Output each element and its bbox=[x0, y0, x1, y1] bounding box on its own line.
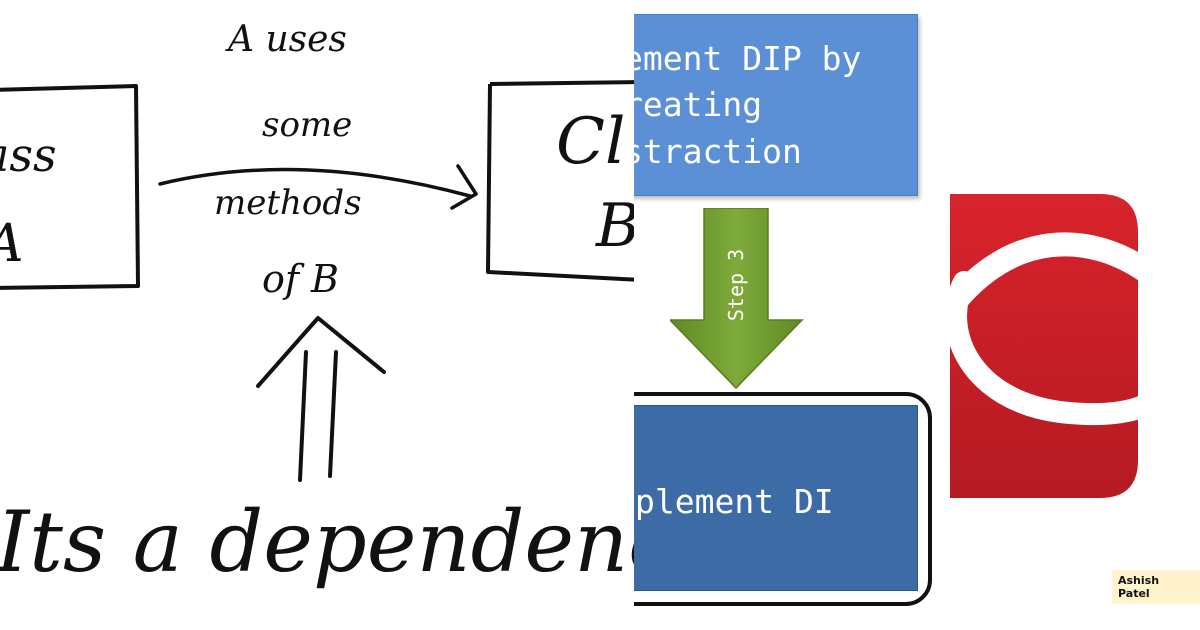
dip-abstraction-box: ement DIP by reating straction bbox=[634, 14, 918, 196]
class-a-box bbox=[0, 84, 140, 290]
red-logo-icon bbox=[950, 194, 1150, 498]
uses-text-line: methods bbox=[214, 183, 362, 223]
logo-panel: Ashish Patel bbox=[950, 0, 1200, 630]
pointer-arrow-shaft-right bbox=[328, 350, 338, 478]
pointer-arrow-head bbox=[256, 316, 386, 388]
flow-panel: ement DIP by reating straction Step 3 pl… bbox=[634, 0, 950, 630]
class-a-letter: A bbox=[0, 218, 24, 270]
pointer-arrow-shaft-left bbox=[298, 350, 308, 482]
uses-text-line: A uses bbox=[228, 19, 347, 60]
uses-text-line: some bbox=[262, 105, 353, 145]
implement-di-box: plement DI bbox=[634, 405, 918, 591]
sketch-drawing bbox=[0, 80, 634, 482]
step-label: Step 3 bbox=[706, 230, 766, 340]
class-b-box bbox=[486, 80, 634, 282]
dip-box-line: straction bbox=[634, 132, 802, 171]
dependency-caption: Its a dependency bbox=[0, 493, 634, 591]
di-box-frame bbox=[634, 392, 932, 606]
dip-box-line: reating bbox=[634, 85, 763, 124]
sketch-panel: ass A A uses some methods of B Cl B Its … bbox=[0, 19, 634, 591]
step-arrow-icon bbox=[670, 208, 804, 390]
uses-arrow-head bbox=[450, 164, 478, 210]
class-b-label: Cl bbox=[556, 105, 626, 179]
di-box-line: plement DI bbox=[635, 482, 834, 521]
step-label-text: Step 3 bbox=[724, 248, 748, 322]
class-a-label: ass bbox=[0, 128, 57, 182]
uses-text-line: of B bbox=[262, 257, 339, 301]
dip-box-line: ement DIP by bbox=[634, 39, 862, 78]
author-badge: Ashish Patel bbox=[1112, 570, 1200, 604]
uses-arrow-curve bbox=[158, 167, 472, 198]
class-b-letter: B bbox=[596, 196, 634, 256]
